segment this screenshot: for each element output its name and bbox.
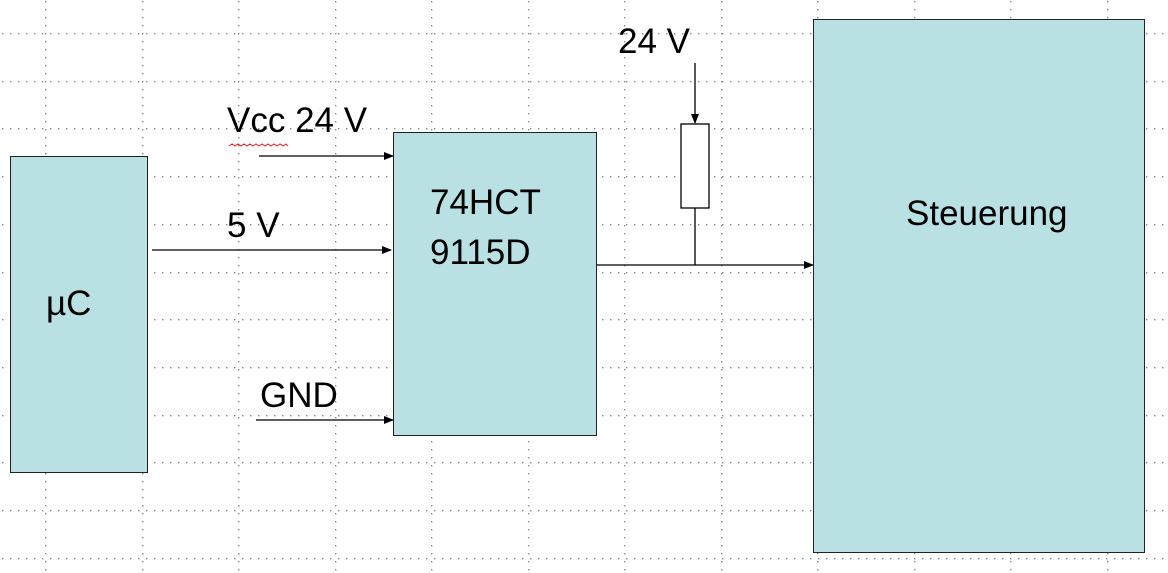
spellcheck-underline	[228, 143, 289, 147]
microcontroller-block	[10, 156, 148, 473]
vcc-label: Vcc 24 V	[227, 101, 368, 140]
driver-ic-label-line1: 74HCT	[430, 183, 541, 222]
gnd-label: GND	[260, 376, 338, 415]
controller-label: Steuerung	[906, 194, 1068, 233]
controller-block	[813, 19, 1145, 553]
pullup-voltage-label: 24 V	[618, 22, 690, 61]
pullup-resistor	[680, 123, 710, 209]
driver-ic-label-line2: 9115D	[430, 233, 531, 272]
driver-ic-block	[393, 132, 597, 436]
mcu-label: µC	[46, 284, 92, 323]
five-v-label: 5 V	[227, 206, 280, 245]
